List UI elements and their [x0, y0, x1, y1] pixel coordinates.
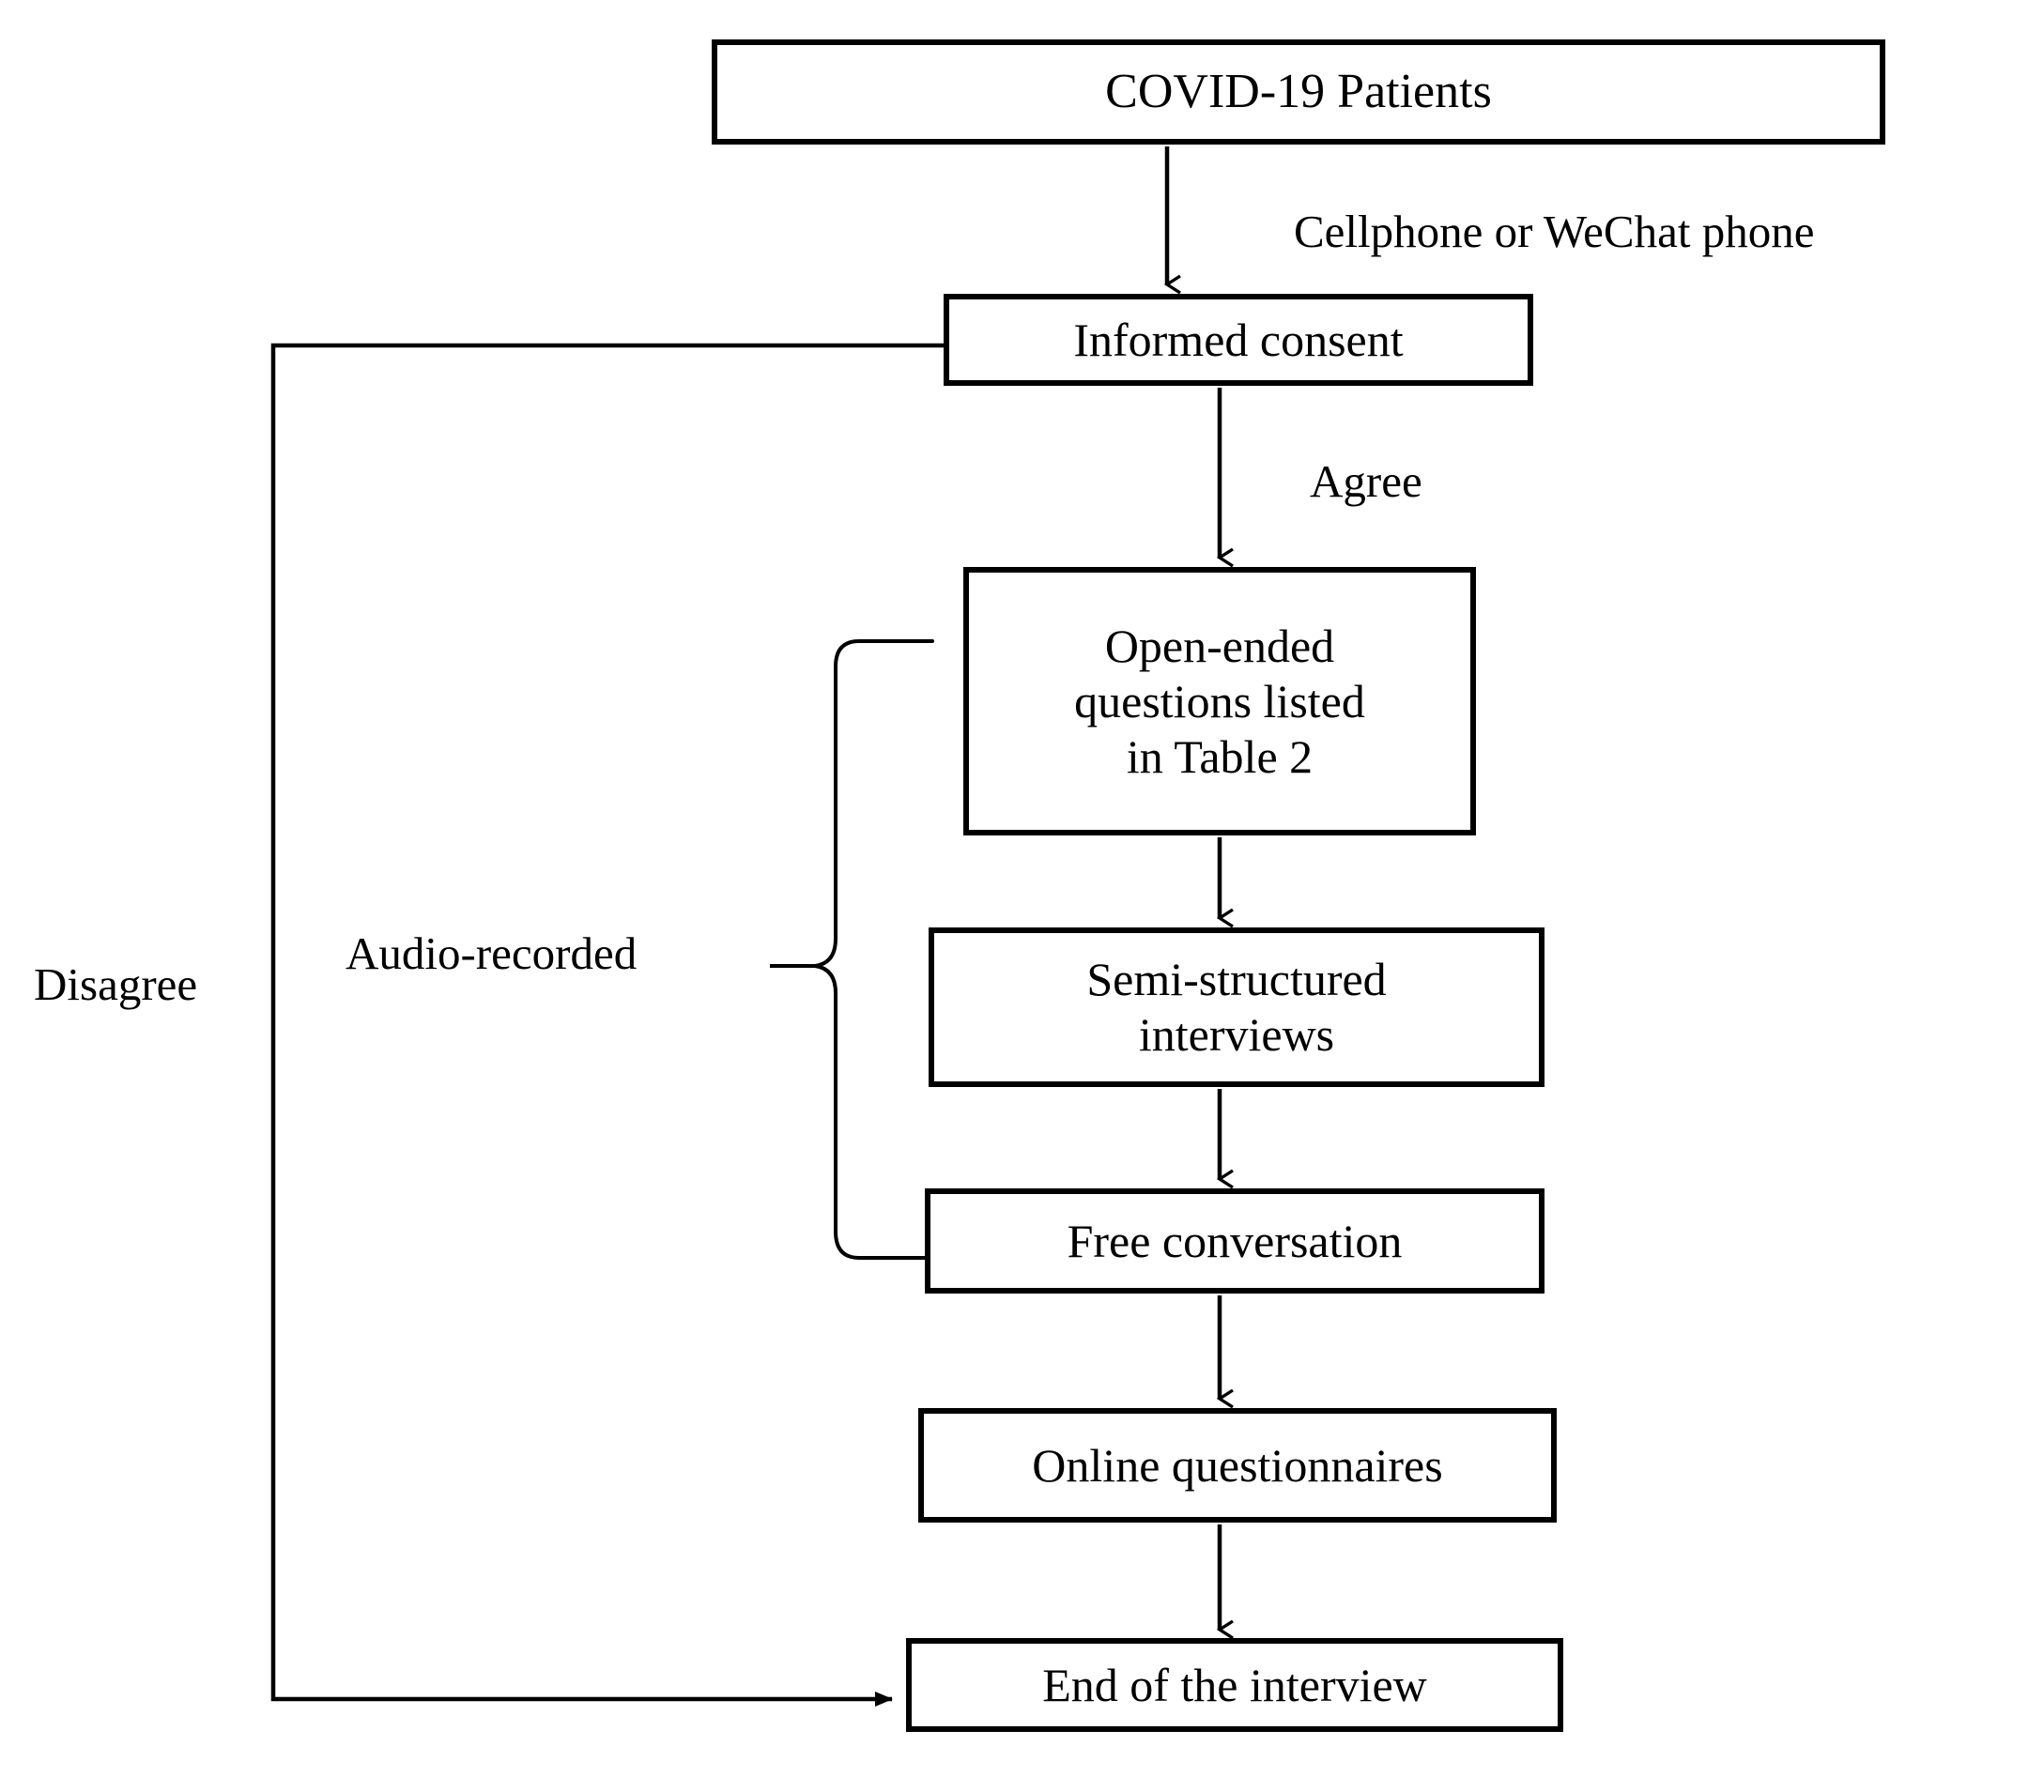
node-online-questionnaires[interactable]: Online questionnaires	[918, 1408, 1557, 1523]
edge-consent-to-end-disagree	[270, 343, 944, 1707]
node-covid-19-patients[interactable]: COVID-19 Patients	[712, 39, 1885, 145]
node-informed-consent-label: Informed consent	[1073, 313, 1404, 366]
node-open-ended-questions[interactable]: Open-ended questions listed in Table 2	[963, 567, 1476, 835]
node-free-conversation[interactable]: Free conversation	[925, 1188, 1545, 1294]
node-covid-19-patients-label: COVID-19 Patients	[1105, 65, 1492, 119]
node-end-of-the-interview-label: End of the interview	[1042, 1658, 1427, 1711]
edge-label-audio-recorded: Audio-recorded	[346, 927, 638, 979]
node-open-ended-questions-label: Open-ended questions listed in Table 2	[1074, 619, 1365, 783]
node-semi-structured-interviews[interactable]: Semi-structured interviews	[929, 927, 1545, 1087]
edge-label-cellphone-or-wechat-phone: Cellphone or WeChat phone	[1294, 206, 1815, 257]
node-informed-consent[interactable]: Informed consent	[944, 294, 1533, 386]
node-end-of-the-interview[interactable]: End of the interview	[906, 1638, 1563, 1732]
edge-label-disagree: Disagree	[34, 958, 198, 1010]
audio-recorded-brace	[770, 639, 934, 1260]
node-free-conversation-label: Free conversation	[1067, 1214, 1403, 1267]
node-online-questionnaires-label: Online questionnaires	[1032, 1438, 1443, 1492]
edge-label-agree: Agree	[1310, 455, 1422, 507]
node-semi-structured-interviews-label: Semi-structured interviews	[1086, 953, 1387, 1061]
